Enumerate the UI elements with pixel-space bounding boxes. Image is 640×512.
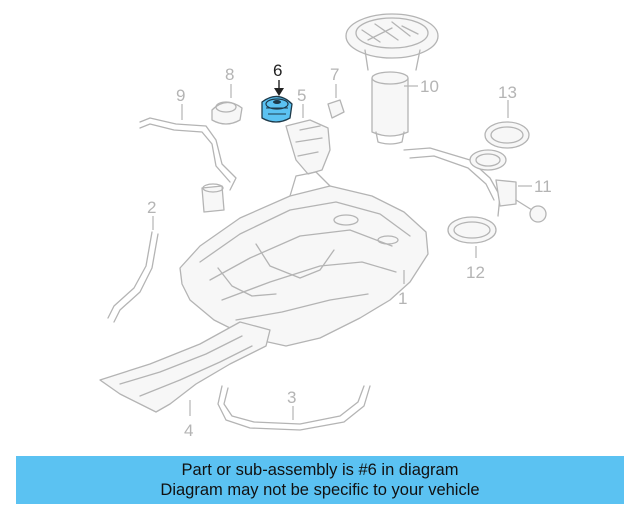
callout-12: 12 xyxy=(466,263,485,282)
part-3-strap xyxy=(217,385,371,431)
part-9-line xyxy=(139,104,237,213)
banner-line-2: Diagram may not be specific to your vehi… xyxy=(160,481,480,499)
callout-6: 6 xyxy=(273,61,282,80)
part-8-cap xyxy=(211,84,243,125)
callout-3: 3 xyxy=(287,388,296,407)
part-2-strap xyxy=(107,216,159,323)
callout-9: 9 xyxy=(176,86,185,105)
info-banner: Part or sub-assembly is #6 in diagram Di… xyxy=(16,456,624,504)
callout-11: 11 xyxy=(534,177,552,196)
part-7-clip xyxy=(327,84,345,119)
callout-8: 8 xyxy=(225,65,234,84)
callout-4: 4 xyxy=(184,421,193,440)
part-6-highlighted[interactable] xyxy=(261,80,293,123)
callout-10: 10 xyxy=(420,77,439,96)
part-1-fuel-tank xyxy=(179,171,429,347)
part-4-shield xyxy=(99,321,271,416)
callout-1: 1 xyxy=(398,289,407,308)
callout-5: 5 xyxy=(297,86,306,105)
parts-diagram: 10 13 11 12 8 7 xyxy=(99,13,552,440)
part-5-filler-neck xyxy=(285,104,331,175)
callout-7: 7 xyxy=(330,65,339,84)
part-12-ring xyxy=(447,216,497,258)
banner-line-1: Part or sub-assembly is #6 in diagram xyxy=(181,461,459,479)
callout-2: 2 xyxy=(147,198,156,217)
part-11-sender xyxy=(403,147,547,223)
callout-13: 13 xyxy=(498,83,517,102)
part-10-fuel-pump xyxy=(345,13,439,145)
part-13-ring xyxy=(484,100,530,149)
